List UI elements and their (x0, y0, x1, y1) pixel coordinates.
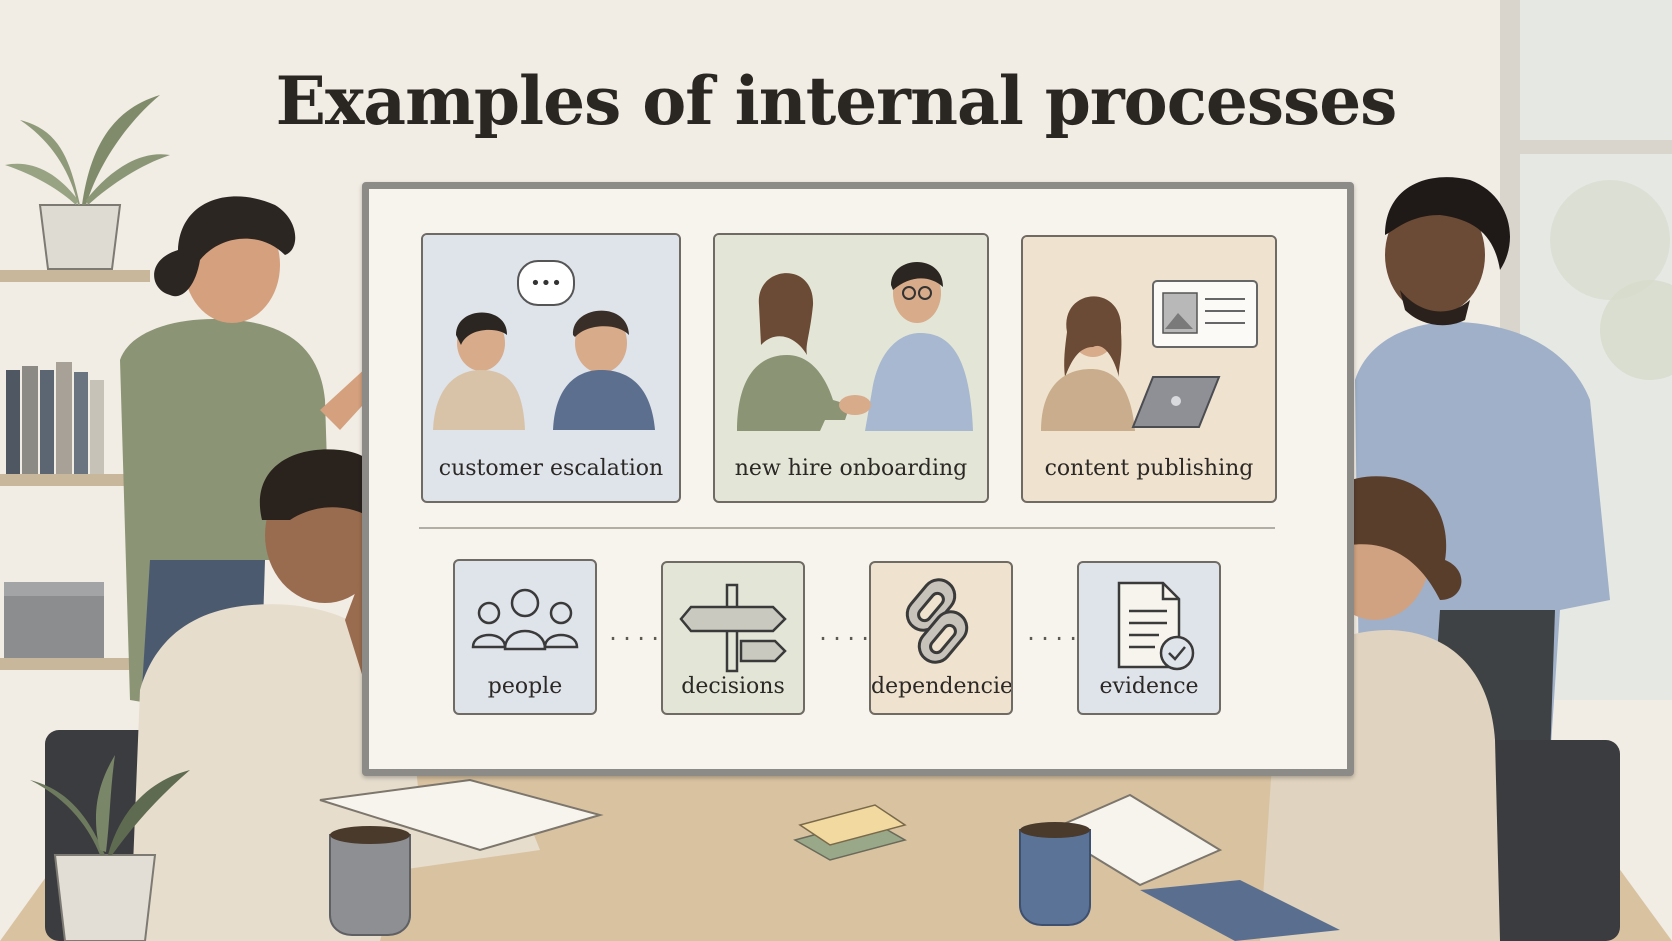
example-card-new-hire-onboarding: new hire onboarding (713, 233, 989, 503)
element-label: people (487, 674, 563, 699)
example-card-content-publishing: content publishing (1021, 235, 1277, 503)
presentation-board: ••• customer escalation (362, 182, 1354, 776)
example-label: content publishing (1044, 456, 1254, 481)
laptop-publishing-illustration (1023, 237, 1275, 431)
people-icon (471, 588, 579, 651)
element-card-evidence: evidence (1077, 561, 1221, 715)
example-label: new hire onboarding (734, 456, 968, 481)
document-check-icon (1117, 581, 1195, 671)
svg-text:•••: ••• (530, 273, 562, 294)
example-label: customer escalation (438, 456, 664, 481)
bookshelf (0, 270, 150, 670)
element-card-decisions: decisions (661, 561, 805, 715)
element-card-dependencies: dependencies (869, 561, 1013, 715)
example-card-customer-escalation: ••• customer escalation (421, 233, 681, 503)
section-divider (419, 527, 1275, 529)
signpost-icon (679, 583, 787, 673)
support-conversation-illustration: ••• (423, 235, 679, 431)
element-label: dependencies (871, 674, 1013, 699)
small-potted-plant (30, 755, 190, 941)
element-card-people: people (453, 559, 597, 715)
element-label: evidence (1099, 674, 1199, 699)
handshake-illustration (715, 235, 987, 431)
potted-plant (5, 95, 170, 270)
page-title: Examples of internal processes (275, 62, 1398, 140)
sticky-notes (793, 804, 907, 861)
chain-link-icon (905, 578, 969, 664)
element-label: decisions (681, 674, 785, 699)
